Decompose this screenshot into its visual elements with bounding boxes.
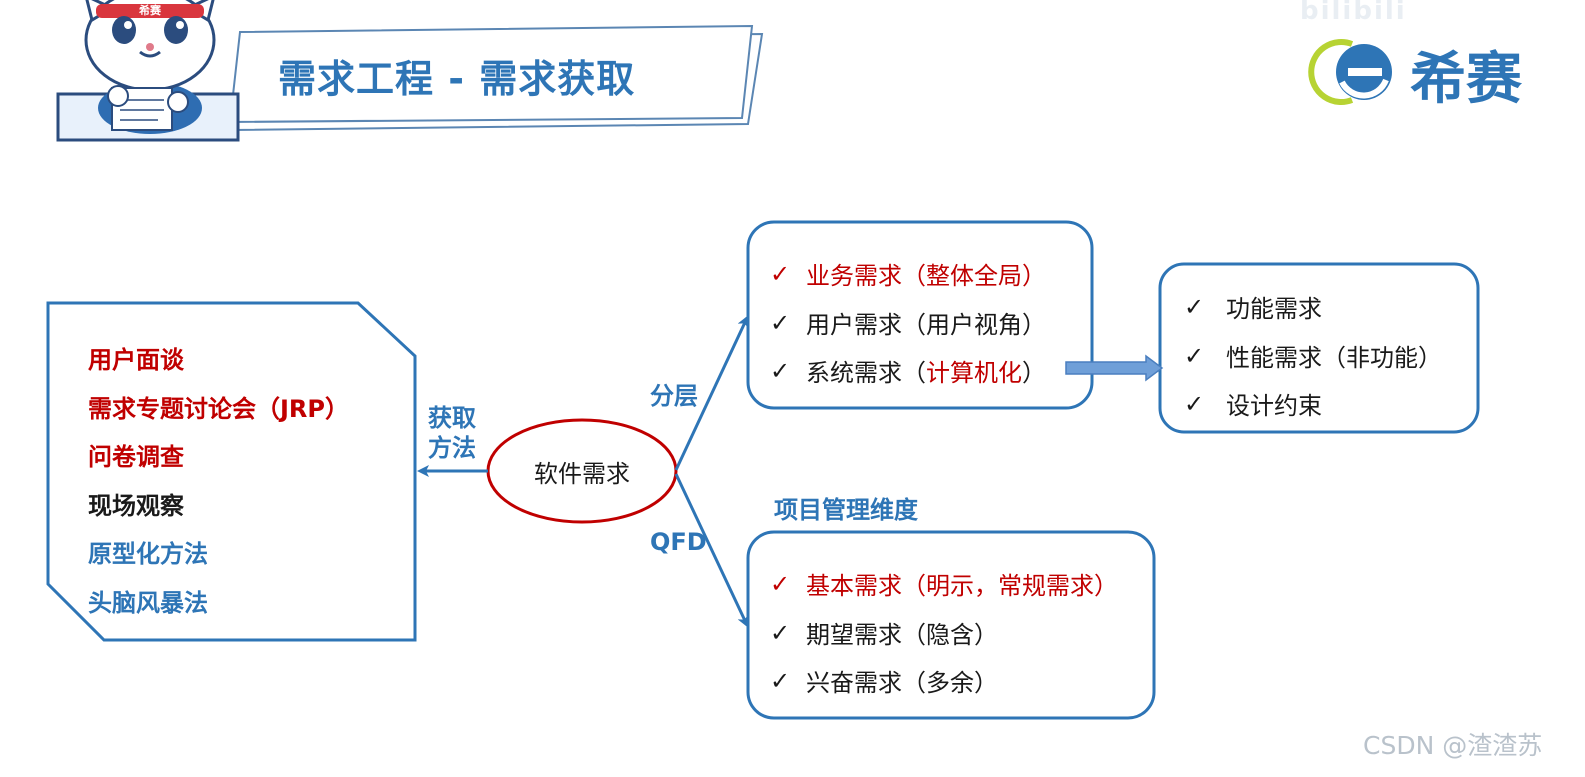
layering-row-text-suffix: ）: [1022, 359, 1046, 387]
checkmark-icon: ✓: [770, 569, 791, 598]
top-watermark: bilibili: [1300, 0, 1407, 26]
layering-row-text-highlight: 计算机化: [926, 359, 1022, 387]
method-item: 现场观察: [88, 492, 184, 520]
center-node-label: 软件需求: [534, 460, 630, 488]
method-item: 头脑风暴法: [88, 589, 208, 617]
layering-row: ✓ 用户需求（用户视角）: [770, 305, 1046, 340]
method-item: 原型化方法: [88, 540, 208, 568]
system-detail-row: ✓ 性能需求（非功能）: [1184, 338, 1442, 373]
qfd-label: QFD: [650, 528, 707, 556]
layering-box: [746, 220, 1094, 410]
title-banner: [228, 24, 764, 132]
mascot-badge: 希赛: [139, 4, 161, 17]
checkmark-icon: ✓: [1184, 341, 1205, 370]
qfd-box: [746, 530, 1156, 720]
system-detail-box: [1158, 262, 1480, 434]
system-detail-row-text: 性能需求（非功能）: [1226, 344, 1442, 372]
qfd-heading: 项目管理维度: [774, 496, 918, 524]
system-detail-row-text: 设计约束: [1226, 392, 1322, 420]
system-detail-row: ✓ 设计约束: [1184, 386, 1322, 421]
cat-mascot-icon: [56, 0, 240, 142]
qfd-row: ✓ 基本需求（明示，常规需求）: [770, 566, 1118, 601]
page-title: 需求工程 - 需求获取: [278, 57, 636, 101]
method-item: 需求专题讨论会（JRP）: [88, 395, 349, 423]
acquisition-label-line1: 获取: [428, 404, 476, 432]
qfd-row-text: 期望需求（隐含）: [806, 621, 998, 649]
checkmark-icon: ✓: [770, 618, 791, 647]
layering-label: 分层: [650, 382, 698, 410]
checkmark-icon: ✓: [770, 259, 791, 288]
checkmark-icon: ✓: [1184, 292, 1205, 321]
brand-name: 希赛: [1410, 47, 1522, 112]
checkmark-icon: ✓: [770, 666, 791, 695]
e-logo-icon: [1308, 39, 1392, 105]
layering-row-text: 业务需求（整体全局）: [806, 262, 1046, 290]
layering-row: ✓ 业务需求（整体全局）: [770, 256, 1046, 291]
qfd-row-text: 兴奋需求（多余）: [806, 669, 998, 697]
layering-row-text-prefix: 系统需求（: [806, 359, 926, 387]
layering-row-text: 用户需求（用户视角）: [806, 311, 1046, 339]
method-item: 用户面谈: [88, 346, 184, 374]
layering-row: ✓ 系统需求（计算机化）: [770, 353, 1046, 388]
csdn-watermark: CSDN @渣渣苏: [1363, 731, 1543, 760]
checkmark-icon: ✓: [770, 308, 791, 337]
system-detail-row-text: 功能需求: [1226, 295, 1322, 323]
checkmark-icon: ✓: [1184, 389, 1205, 418]
qfd-arrow: [674, 473, 749, 628]
layering-arrow: [674, 315, 749, 471]
expand-arrow: [1065, 354, 1164, 382]
qfd-row: ✓ 期望需求（隐含）: [770, 615, 998, 650]
checkmark-icon: ✓: [770, 356, 791, 385]
method-item: 问卷调查: [88, 443, 184, 471]
acquisition-label-line2: 方法: [428, 434, 476, 462]
qfd-row-text: 基本需求（明示，常规需求）: [806, 572, 1118, 600]
methods-panel: [46, 301, 417, 642]
system-detail-row: ✓ 功能需求: [1184, 289, 1322, 324]
qfd-row: ✓ 兴奋需求（多余）: [770, 663, 998, 698]
